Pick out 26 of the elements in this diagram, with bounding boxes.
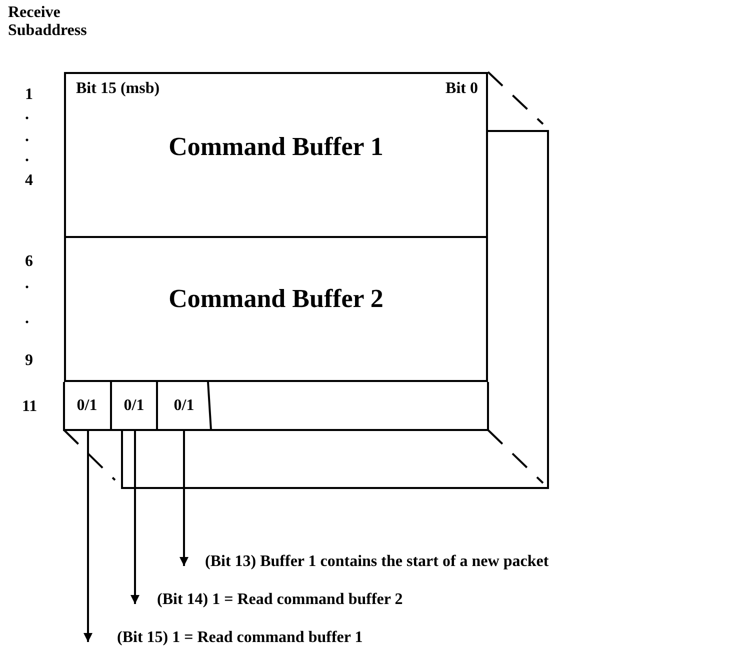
subaddress-number: .: [25, 310, 29, 328]
subaddress-number: .: [25, 275, 29, 293]
arrow: [84, 430, 92, 642]
subaddress-number: 4: [25, 172, 33, 190]
bit-description: (Bit 13) Buffer 1 contains the start of a new packet: [205, 552, 549, 572]
bit-value: 0/1: [124, 397, 144, 415]
subaddress-number: 1: [25, 86, 33, 104]
arrow: [180, 430, 188, 566]
bit-description: (Bit 15) 1 = Read command buffer 1: [117, 628, 363, 648]
subaddress-number: 6: [25, 253, 33, 271]
bit-label: Bit 0: [446, 80, 478, 98]
buffer-title: Command Buffer 2: [168, 284, 384, 314]
subaddress-number: .: [25, 128, 29, 146]
buffer-section: [64, 72, 488, 238]
arrow: [130, 430, 140, 604]
subaddress-number: .: [25, 106, 29, 124]
column-heading: Receive Subaddress: [8, 4, 88, 40]
bit-label: Bit 15 (msb): [76, 80, 160, 98]
subaddress-number: 9: [25, 352, 33, 370]
bit-value: 0/1: [174, 397, 194, 415]
subaddress-number: .: [25, 148, 29, 166]
subaddress-number: 11: [22, 398, 38, 416]
buffer-section: [64, 238, 488, 382]
buffer-title: Command Buffer 1: [168, 132, 384, 162]
bit-value: 0/1: [76, 397, 98, 415]
bit-description: (Bit 14) 1 = Read command buffer 2: [157, 590, 403, 610]
